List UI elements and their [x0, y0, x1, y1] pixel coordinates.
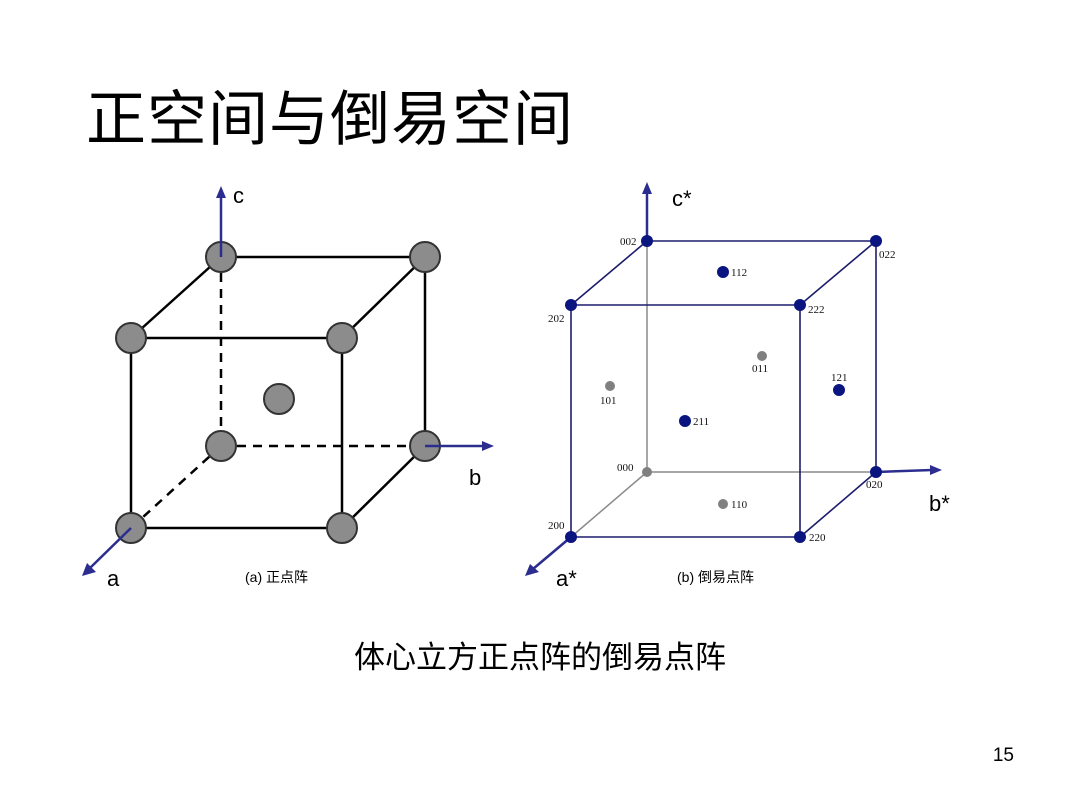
- label-000: 000: [617, 462, 634, 474]
- edge-top-left: [130, 256, 222, 339]
- label-020: 020: [866, 479, 883, 491]
- atom-corner: [326, 512, 358, 544]
- reciprocal-hidden-edges: [570, 241, 876, 538]
- b-star-axis-label: b*: [929, 491, 950, 516]
- point-121: [833, 384, 845, 396]
- a-axis-arrow: [89, 527, 132, 569]
- edge-top-left: [570, 240, 648, 306]
- c-axis-label: c: [233, 183, 244, 208]
- point-101: [605, 381, 615, 391]
- hidden-edge-left-bottom: [130, 445, 222, 529]
- label-211: 211: [693, 416, 709, 428]
- label-200: 200: [548, 520, 565, 532]
- page-number: 15: [992, 745, 1014, 766]
- real-atoms: [115, 241, 441, 544]
- label-101: 101: [600, 395, 617, 407]
- point-202: [565, 299, 577, 311]
- reciprocal-points: [565, 235, 882, 543]
- atom-corner: [326, 322, 358, 354]
- label-220: 220: [809, 532, 826, 544]
- c-star-axis-arrowhead: [642, 182, 652, 194]
- atom-body-center: [263, 383, 295, 415]
- real-hidden-edges: [130, 257, 425, 529]
- a-star-axis-arrowhead: [525, 564, 539, 576]
- point-222: [794, 299, 806, 311]
- a-star-axis-label: a*: [556, 566, 577, 591]
- point-002: [641, 235, 653, 247]
- edge-bottom-right: [341, 445, 426, 529]
- b-star-axis-arrowhead: [930, 465, 942, 475]
- atom-corner: [115, 322, 147, 354]
- point-011: [757, 351, 767, 361]
- point-022: [870, 235, 882, 247]
- a-axis-arrowhead: [82, 563, 96, 576]
- label-002: 002: [620, 236, 637, 248]
- label-202: 202: [548, 313, 565, 325]
- b-axis-arrowhead: [482, 441, 494, 451]
- point-200: [565, 531, 577, 543]
- a-axis-label: a: [107, 566, 120, 591]
- point-110: [718, 499, 728, 509]
- b-star-axis-arrow: [875, 468, 933, 474]
- point-211: [679, 415, 691, 427]
- real-lattice: c b a (a) 正点阵: [82, 183, 494, 591]
- reciprocal-visible-edges: [570, 240, 877, 538]
- caption-reciprocal-lattice: (b) 倒易点阵: [677, 569, 754, 585]
- edge-bottom-right: [799, 471, 877, 538]
- reciprocal-axes: [525, 182, 942, 576]
- edge-top-right: [341, 256, 426, 339]
- atom-corner: [205, 430, 237, 462]
- c-axis-arrowhead: [216, 186, 226, 198]
- label-112: 112: [731, 267, 747, 279]
- b-axis-label: b: [469, 465, 481, 490]
- label-011: 011: [752, 363, 768, 375]
- atom-corner: [409, 241, 441, 273]
- point-000: [642, 467, 652, 477]
- slide-subtitle: 体心立方正点阵的倒易点阵: [354, 640, 726, 676]
- reciprocal-point-labels: 002 022 112 202 222 011 121 101 211 000 …: [548, 236, 896, 544]
- a-star-axis-arrow: [532, 536, 572, 570]
- point-112: [717, 266, 729, 278]
- c-star-axis-label: c*: [672, 186, 692, 211]
- label-121: 121: [831, 372, 848, 384]
- caption-real-lattice: (a) 正点阵: [245, 569, 308, 585]
- label-022: 022: [879, 249, 896, 261]
- label-222: 222: [808, 304, 825, 316]
- edge-top-right: [799, 240, 877, 306]
- hidden-edge-left-bottom: [570, 471, 648, 538]
- slide-title: 正空间与倒易空间: [86, 85, 574, 155]
- label-110: 110: [731, 499, 748, 511]
- point-020: [870, 466, 882, 478]
- reciprocal-lattice: 002 022 112 202 222 011 121 101 211 000 …: [525, 182, 950, 591]
- real-axes: [82, 186, 494, 576]
- point-220: [794, 531, 806, 543]
- real-visible-edges: [129, 255, 427, 530]
